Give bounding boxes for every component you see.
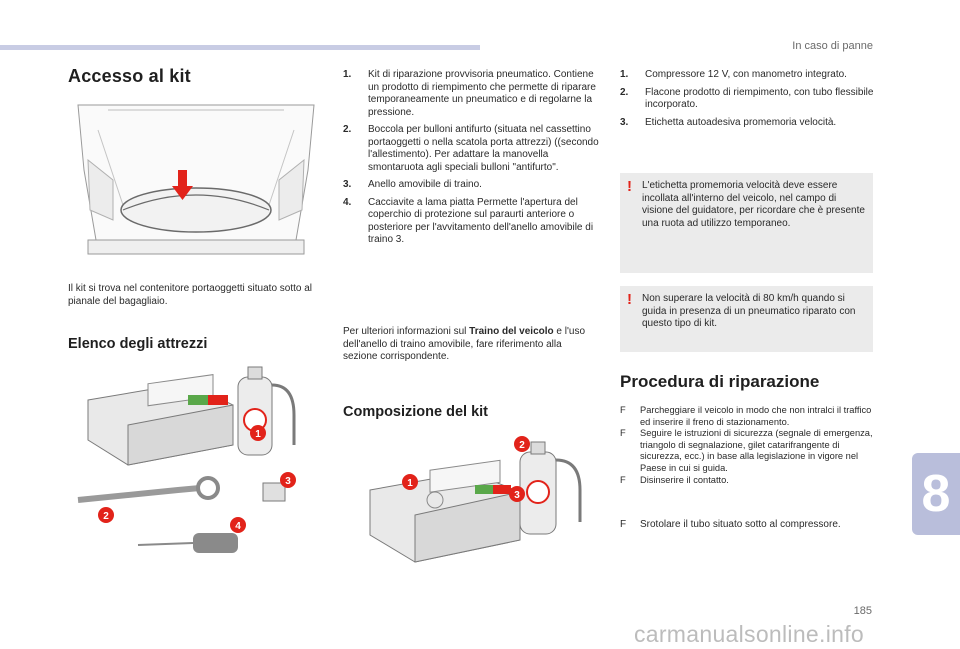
section-header: In caso di panne: [792, 40, 873, 52]
list-item: F Srotolare il tubo situato sotto al comp…: [620, 519, 850, 532]
procedure-step-unroll: F Srotolare il tubo situato sotto al comp…: [620, 519, 850, 532]
access-title: Accesso al kit: [68, 66, 191, 86]
procedure-title: Procedura di riparazione: [620, 372, 820, 391]
item-text: Flacone prodotto di riempimento, con tub…: [645, 86, 874, 111]
warning-text: Non superare la velocità di 80 km/h quan…: [642, 293, 856, 329]
item-number: 1.: [343, 69, 352, 80]
item-text: Cacciavite a lama piatta Permette l'aper…: [368, 196, 594, 246]
towing-reference-link: Traino del veicolo: [469, 326, 554, 337]
checkbox-icon: F: [620, 474, 626, 485]
list-item: F Disinserire il contatto.: [620, 475, 876, 487]
tools-list: 1. Kit di riparazione provvisoria pneumat…: [343, 69, 601, 252]
list-item: 1. Kit di riparazione provvisoria pneumat…: [343, 69, 601, 119]
item-text: Kit di riparazione provvisoria pneumatic…: [368, 69, 596, 118]
item-number: 2.: [620, 86, 629, 98]
tools-callout-4: [230, 517, 246, 533]
kit-callout-1: [402, 474, 418, 490]
header-accent-bar: [0, 45, 480, 50]
step-text: Parcheggiare il veicolo in modo che non …: [640, 405, 872, 427]
tools-callout-1: [250, 425, 266, 441]
page-number: 185: [853, 605, 872, 617]
towing-reference-pre: Per ulteriori informazioni sul: [343, 326, 470, 337]
warning-icon: !: [627, 178, 632, 195]
kit-callout-2-label: 2: [519, 440, 525, 451]
tools-callout-1-label: 1: [255, 429, 261, 440]
item-number: 2.: [343, 124, 352, 135]
kit-callout-3-label: 3: [514, 490, 520, 501]
list-item: F Parcheggiare il veicolo in modo che non…: [620, 405, 876, 428]
step-text: Seguire le istruzioni di sicurezza (segn…: [640, 428, 873, 473]
procedure-steps: F Parcheggiare il veicolo in modo che non…: [620, 405, 876, 486]
checkbox-icon: F: [620, 519, 627, 530]
tools-callout-3: [280, 472, 296, 488]
item-text: Etichetta autoadesiva promemoria velocit…: [645, 116, 837, 128]
kit-illustration: 1 2 3: [369, 436, 582, 563]
tools-callout-4-label: 4: [235, 521, 241, 532]
tools-illustration: 1 2 3 4: [77, 366, 296, 553]
kit-callout-3: [509, 486, 525, 502]
item-number: 3.: [620, 116, 629, 128]
step-text: Disinserire il contatto.: [640, 474, 729, 485]
towing-reference-post: e l'uso dell'anello di traino amovibile,…: [343, 326, 586, 362]
list-item: 4. Cacciavite a lama piatta Permette l'ap…: [343, 197, 601, 247]
warning-text: L'etichetta promemoria velocità deve ess…: [642, 180, 865, 229]
kit-callout-2: [514, 436, 530, 452]
warning-icon: !: [627, 291, 632, 308]
tools-callout-2-label: 2: [103, 511, 109, 522]
list-item: F Seguire le istruzioni di sicurezza (seg…: [620, 428, 876, 474]
access-caption: Il kit si trova nel contenitore portaogg…: [68, 283, 313, 307]
list-item: 1. Compressore 12 V, con manometro integr…: [620, 69, 874, 82]
chapter-number: 8: [921, 465, 951, 523]
warning-box-label: ! L'etichetta promemoria velocità deve e…: [620, 173, 873, 273]
composition-title: Composizione del kit: [343, 404, 489, 420]
trunk-illustration: [68, 100, 324, 260]
list-item: 3. Etichetta autoadesiva promemoria veloc…: [620, 117, 874, 130]
checkbox-icon: F: [620, 428, 626, 439]
chapter-tab[interactable]: 8: [912, 453, 960, 535]
towing-reference: Per ulteriori informazioni sul Traino de…: [343, 326, 593, 364]
item-text: Anello amovibile di traino.: [368, 179, 482, 190]
item-text: Boccola per bulloni antifurto (situata n…: [368, 124, 599, 173]
list-item: 2. Boccola per bulloni antifurto (situata…: [343, 124, 601, 174]
watermark-text: carmanualsonline.info: [633, 621, 864, 647]
item-number: 4.: [343, 196, 352, 208]
list-item: 2. Flacone prodotto di riempimento, con t…: [620, 87, 874, 112]
item-text: Compressore 12 V, con manometro integrat…: [645, 69, 847, 80]
tools-title: Elenco degli attrezzi: [68, 336, 208, 352]
kit-callout-1-label: 1: [407, 478, 413, 489]
tools-callout-2: [98, 507, 114, 523]
list-item: 3. Anello amovibile di traino.: [343, 179, 601, 192]
step-text: Srotolare il tubo situato sotto al compr…: [640, 519, 841, 530]
item-number: 1.: [620, 69, 629, 80]
warning-box-speed: ! Non superare la velocità di 80 km/h qu…: [620, 286, 873, 352]
checkbox-icon: F: [620, 405, 626, 415]
item-number: 3.: [343, 179, 352, 190]
tools-callout-3-label: 3: [285, 476, 291, 487]
composition-list: 1. Compressore 12 V, con manometro integr…: [620, 69, 874, 134]
